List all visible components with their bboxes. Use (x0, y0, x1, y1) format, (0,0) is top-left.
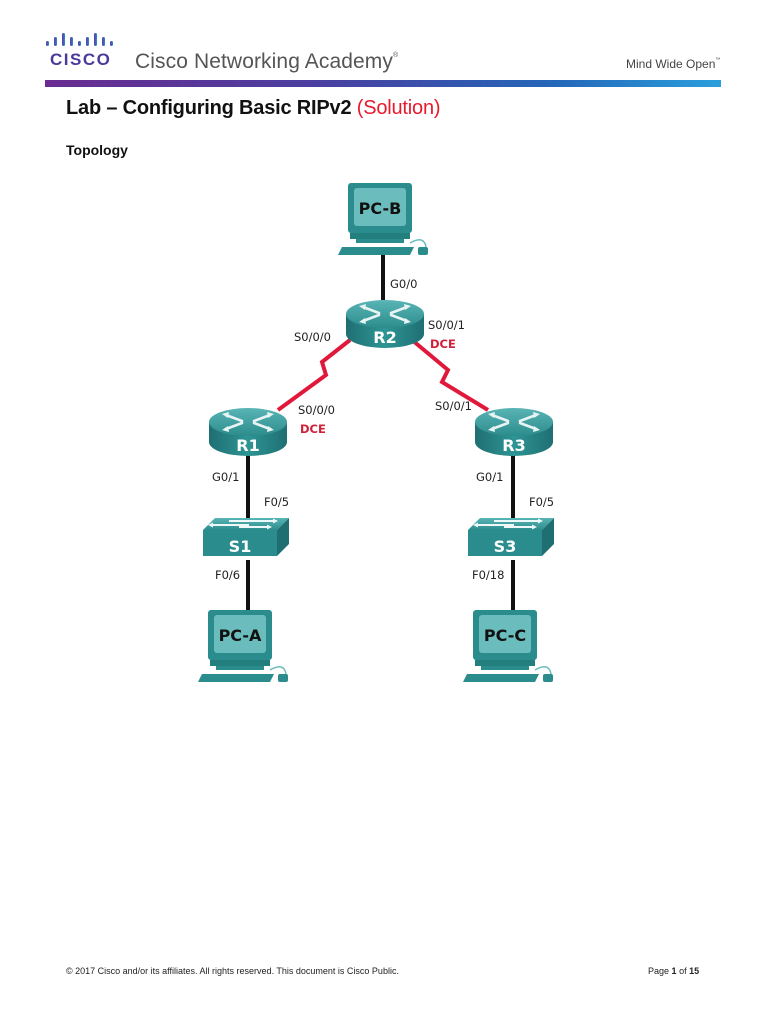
r1-label: R1 (236, 436, 259, 455)
r2-label: R2 (373, 328, 396, 347)
device-pc-c[interactable]: PC-C (462, 609, 554, 683)
academy-text: Cisco Networking Academy (135, 50, 393, 73)
footer-page-number: Page 1 of 15 (648, 966, 699, 976)
link-r2-r1-serial (276, 338, 352, 412)
page-total: 15 (689, 966, 700, 976)
page-header: CISCO Cisco Networking Academy® Mind Wid… (0, 0, 770, 90)
academy-name: Cisco Networking Academy® (135, 50, 398, 74)
label-r2-dce: DCE (430, 337, 456, 351)
tagline-text: Mind Wide Open (626, 57, 716, 71)
device-r1[interactable]: R1 (207, 406, 289, 458)
label-s1-f05: F0/5 (264, 495, 289, 509)
page-of: of (679, 966, 687, 976)
label-r1-dce: DCE (300, 422, 326, 436)
r3-label: R3 (502, 436, 525, 455)
cisco-logo: CISCO (45, 33, 115, 69)
serial-links (276, 338, 490, 412)
device-s3[interactable]: S3 (467, 517, 555, 557)
registered-mark: ® (393, 52, 399, 59)
device-s1[interactable]: S1 (202, 517, 290, 557)
label-r1-g01: G0/1 (212, 470, 239, 484)
page-prefix: Page (648, 966, 670, 976)
pc-b-label: PC-B (359, 199, 402, 218)
footer-copyright: © 2017 Cisco and/or its affiliates. All … (66, 966, 399, 976)
cisco-bridge-icon (46, 33, 113, 46)
document-title: Lab – Configuring Basic RIPv2 (Solution) (66, 97, 441, 120)
label-r3-s001: S0/0/1 (435, 399, 472, 413)
pc-a-label: PC-A (219, 626, 262, 645)
device-pc-b[interactable]: PC-B (337, 182, 429, 256)
label-r2-s001: S0/0/1 (428, 318, 465, 332)
label-s1-f06: F0/6 (215, 568, 240, 582)
cisco-wordmark: CISCO (50, 50, 112, 69)
trademark-mark: ™ (715, 57, 721, 63)
section-heading-topology: Topology (66, 142, 128, 158)
ethernet-links (246, 252, 515, 610)
label-r1-s000: S0/0/0 (298, 403, 335, 417)
interface-labels: G0/0 S0/0/0 S0/0/1 DCE S0/0/0 DCE S0/0/1… (212, 277, 554, 582)
device-r2[interactable]: R2 (344, 298, 426, 350)
label-r2-g00: G0/0 (390, 277, 417, 291)
label-r3-g01: G0/1 (476, 470, 503, 484)
tagline: Mind Wide Open™ (626, 57, 720, 71)
title-solution-tag: (Solution) (356, 97, 441, 119)
link-r2-r3-serial (410, 338, 490, 412)
s1-label: S1 (229, 537, 252, 556)
label-r2-s000: S0/0/0 (294, 330, 331, 344)
page-current: 1 (671, 966, 677, 976)
pc-c-label: PC-C (484, 626, 526, 645)
label-s3-f018: F0/18 (472, 568, 504, 582)
device-pc-a[interactable]: PC-A (197, 609, 289, 683)
label-s3-f05: F0/5 (529, 495, 554, 509)
title-text: Lab – Configuring Basic RIPv2 (66, 97, 352, 119)
s3-label: S3 (494, 537, 517, 556)
device-r3[interactable]: R3 (473, 406, 555, 458)
header-banner (45, 80, 721, 87)
